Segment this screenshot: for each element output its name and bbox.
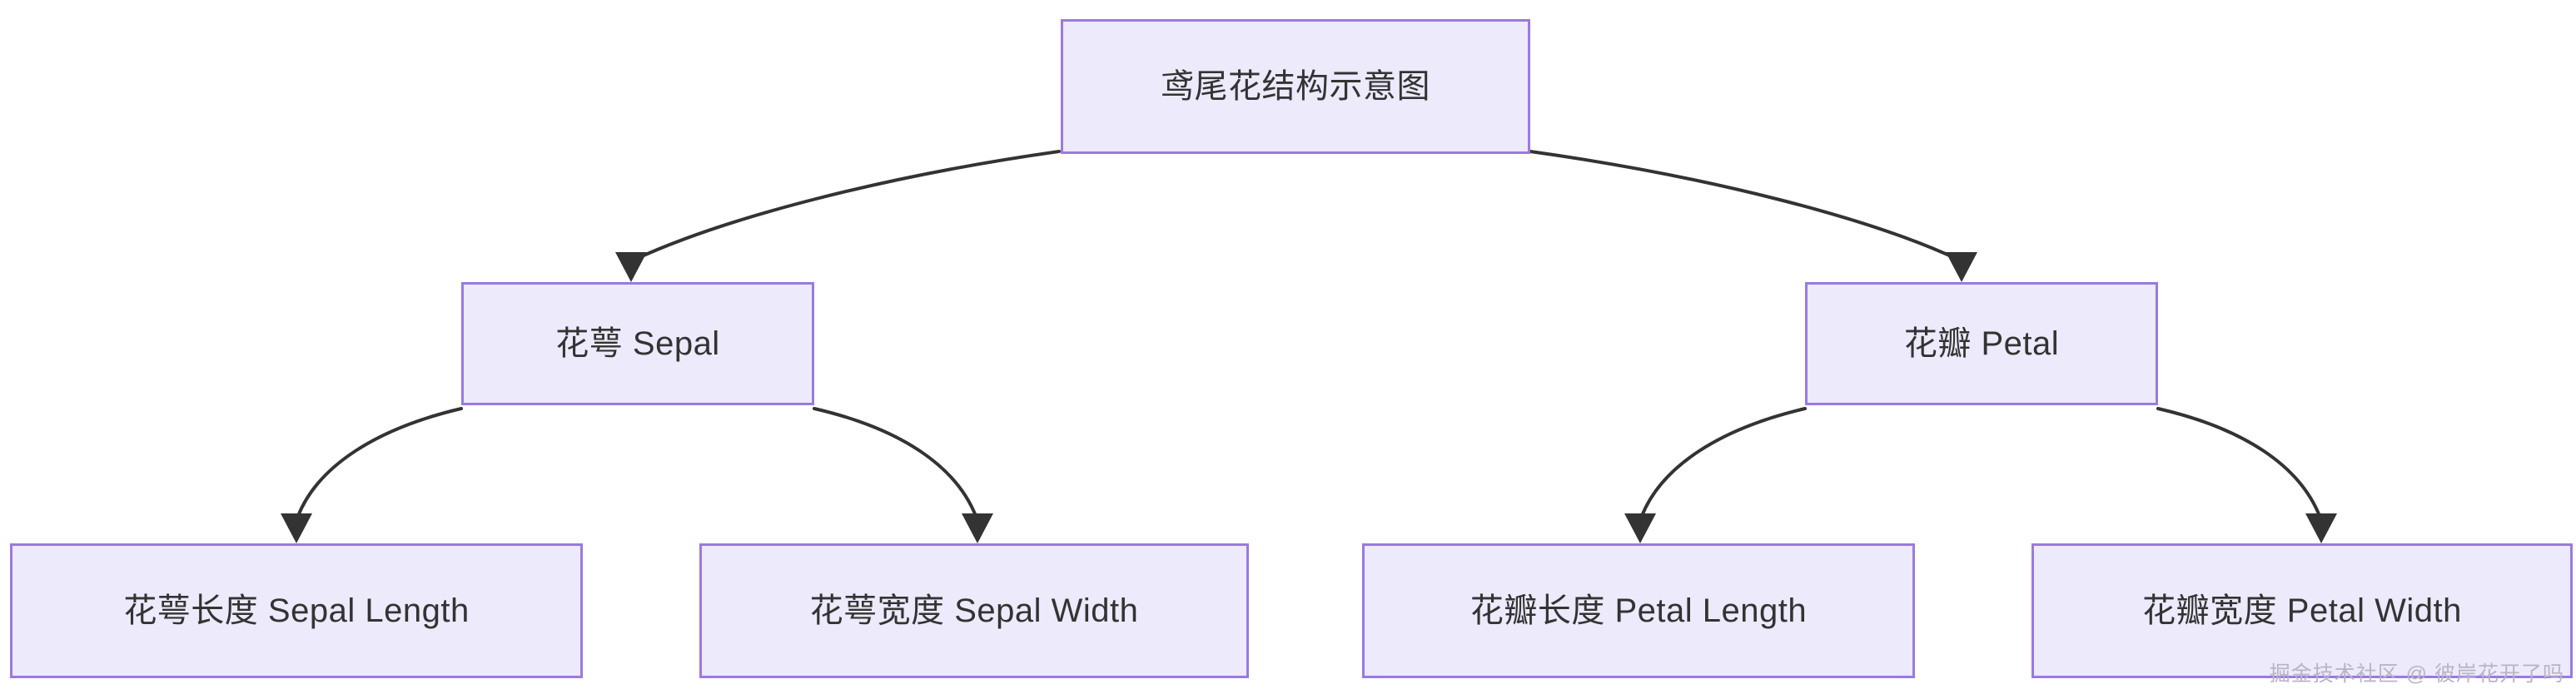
node-sepal[interactable]: 花萼 Sepal xyxy=(461,282,814,405)
edge-sepal-to-sepal_length xyxy=(296,407,463,518)
node-petal-length[interactable]: 花瓣长度 Petal Length xyxy=(1362,543,1915,678)
node-sepal-length-label: 花萼长度 Sepal Length xyxy=(123,592,470,629)
arrow-head-sepal_length xyxy=(281,513,312,543)
node-petal-label: 花瓣 Petal xyxy=(1903,325,2060,362)
edge-petal-to-petal_length xyxy=(1640,407,1807,518)
node-sepal-width-label: 花萼宽度 Sepal Width xyxy=(809,592,1139,629)
arrow-head-petal_length xyxy=(1624,513,1656,543)
arrow-head-petal_width xyxy=(2305,513,2337,543)
edge-sepal-to-sepal_width xyxy=(813,407,977,518)
edge-petal-to-petal_width xyxy=(2156,407,2321,518)
node-sepal-width[interactable]: 花萼宽度 Sepal Width xyxy=(699,543,1249,678)
node-sepal-label: 花萼 Sepal xyxy=(555,325,720,362)
arrow-head-sepal_width xyxy=(962,513,993,543)
node-sepal-length[interactable]: 花萼长度 Sepal Length xyxy=(10,543,583,678)
arrow-head-petal xyxy=(1946,252,1977,282)
edge-root-to-sepal xyxy=(633,150,1061,261)
node-root[interactable]: 鸢尾花结构示意图 xyxy=(1061,19,1530,154)
node-petal-width-label: 花瓣宽度 Petal Width xyxy=(2142,592,2462,629)
node-root-label: 鸢尾花结构示意图 xyxy=(1161,68,1430,105)
edge-root-to-petal xyxy=(1529,150,1960,261)
node-petal-width[interactable]: 花瓣宽度 Petal Width xyxy=(2031,543,2573,678)
node-petal[interactable]: 花瓣 Petal xyxy=(1805,282,2158,405)
arrow-head-sepal xyxy=(615,252,647,282)
watermark: 掘金技术社区 @ 彼岸花开了吗 xyxy=(2269,662,2564,686)
node-petal-length-label: 花瓣长度 Petal Length xyxy=(1470,592,1808,629)
